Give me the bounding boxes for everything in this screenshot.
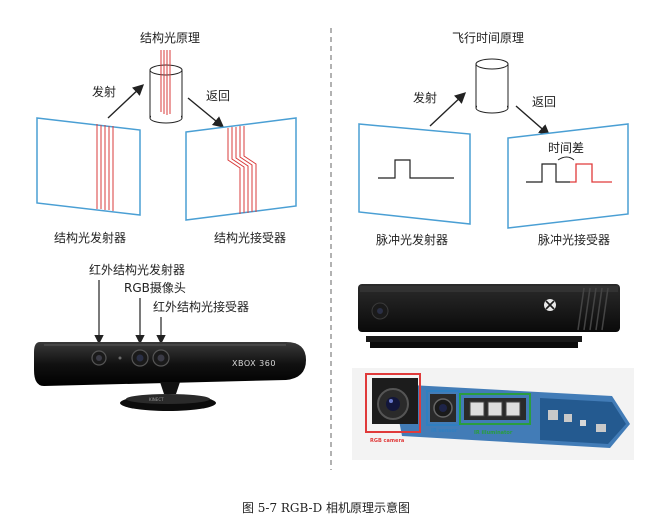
return-arrow xyxy=(187,97,225,128)
reference-pulse xyxy=(526,163,570,183)
emitter-label: 结构光发射器 xyxy=(54,230,126,245)
board-ir-label: IR sensor xyxy=(431,428,458,434)
time-diff-brace xyxy=(557,156,575,161)
time-diff-label: 时间差 xyxy=(548,141,584,155)
ir-receiver-label: 红外结构光接受器 xyxy=(153,299,249,314)
kinect-one-grill xyxy=(577,287,609,331)
pulse-emitter-label: 脉冲光发射器 xyxy=(376,232,448,247)
board-rgb-box xyxy=(365,373,421,433)
kinect-360-device: 红外结构光发射器 RGB摄像头 红外结构光接受器 XBOX 360 KINECT xyxy=(34,262,306,411)
tof-return-arrow xyxy=(515,105,551,136)
time-of-flight-diagram: 飞行时间原理 发射 返回 时间差 脉冲光发射器 脉冲光接受器 xyxy=(358,31,629,247)
emitter-plane xyxy=(36,117,141,216)
board-illuminator-label: IR illuminator xyxy=(474,430,513,436)
xbox-brand: XBOX 360 xyxy=(232,359,276,368)
structured-light-title: 结构光原理 xyxy=(140,30,200,45)
tof-emit-label: 发射 xyxy=(413,90,437,105)
board-rgb-label: RGB camera xyxy=(370,438,404,444)
kinect-one-device xyxy=(358,284,620,348)
kinect-base-logo: KINECT xyxy=(149,397,164,402)
tof-cylinder xyxy=(475,58,509,114)
rgb-camera-label: RGB摄像头 xyxy=(124,280,186,295)
pulse-emitter-plane xyxy=(358,123,471,225)
projector-cylinder xyxy=(149,64,183,124)
structured-light-diagram: 结构光原理 发射 返回 xyxy=(36,30,297,245)
emitted-pulse xyxy=(378,159,454,179)
tof-emit-arrow xyxy=(429,92,467,127)
distorted-stripes xyxy=(227,126,257,214)
tof-title: 飞行时间原理 xyxy=(452,31,524,45)
return-label: 返回 xyxy=(206,89,230,103)
board-illuminator-box xyxy=(459,393,531,425)
receiver-label: 结构光接受器 xyxy=(214,230,286,245)
pulse-receiver-label: 脉冲光接受器 xyxy=(538,232,610,247)
emitter-stripes xyxy=(96,124,114,211)
returned-pulse xyxy=(570,163,612,183)
red-beam xyxy=(160,50,171,115)
kinect-one-stand xyxy=(366,336,582,342)
kinect-one-board: RGB camera IR sensor IR illuminator xyxy=(352,368,634,460)
ir-emitter-label: 红外结构光发射器 xyxy=(89,262,185,277)
emit-arrow xyxy=(107,84,145,119)
figure-caption: 图 5-7 RGB-D 相机原理示意图 xyxy=(242,500,410,515)
receiver-plane xyxy=(185,117,297,221)
pulse-receiver-plane xyxy=(507,123,629,229)
kinect-one-body xyxy=(358,284,620,332)
emit-label: 发射 xyxy=(92,84,116,99)
tof-return-label: 返回 xyxy=(532,95,556,109)
